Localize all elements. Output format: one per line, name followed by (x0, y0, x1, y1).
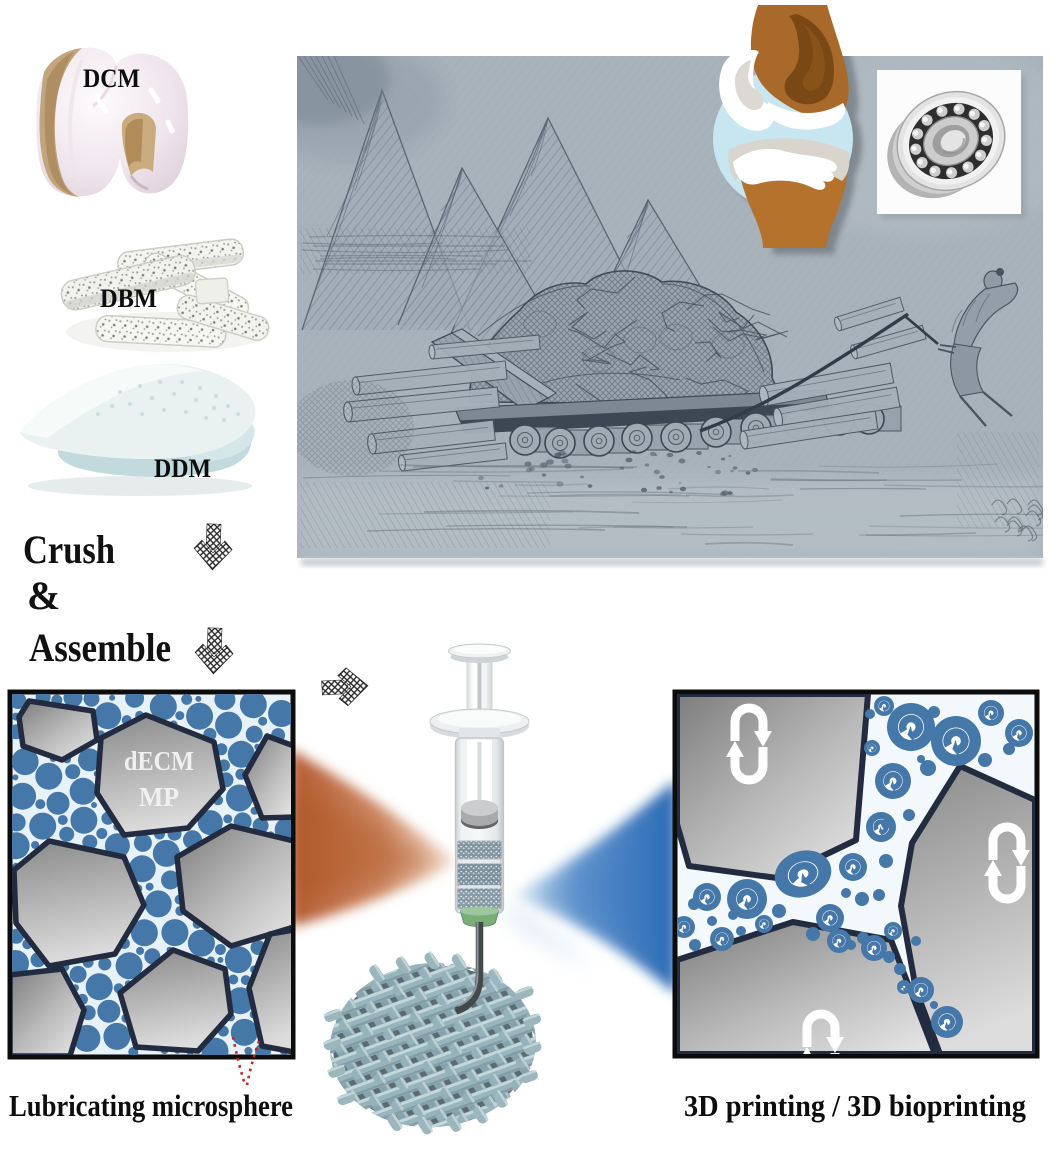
svg-text:DDM: DDM (154, 454, 211, 483)
svg-text:MP: MP (139, 782, 179, 812)
svg-text:Crush: Crush (23, 527, 115, 572)
svg-text:3D printing / 3D bioprinting: 3D printing / 3D bioprinting (684, 1088, 1026, 1123)
svg-text:DCM: DCM (83, 64, 140, 93)
svg-text:Lubricating microsphere: Lubricating microsphere (9, 1088, 293, 1123)
svg-text:Assemble: Assemble (29, 625, 171, 670)
svg-text:DBM: DBM (100, 284, 157, 313)
svg-text:dECM: dECM (124, 746, 194, 776)
svg-text:&: & (27, 573, 60, 618)
